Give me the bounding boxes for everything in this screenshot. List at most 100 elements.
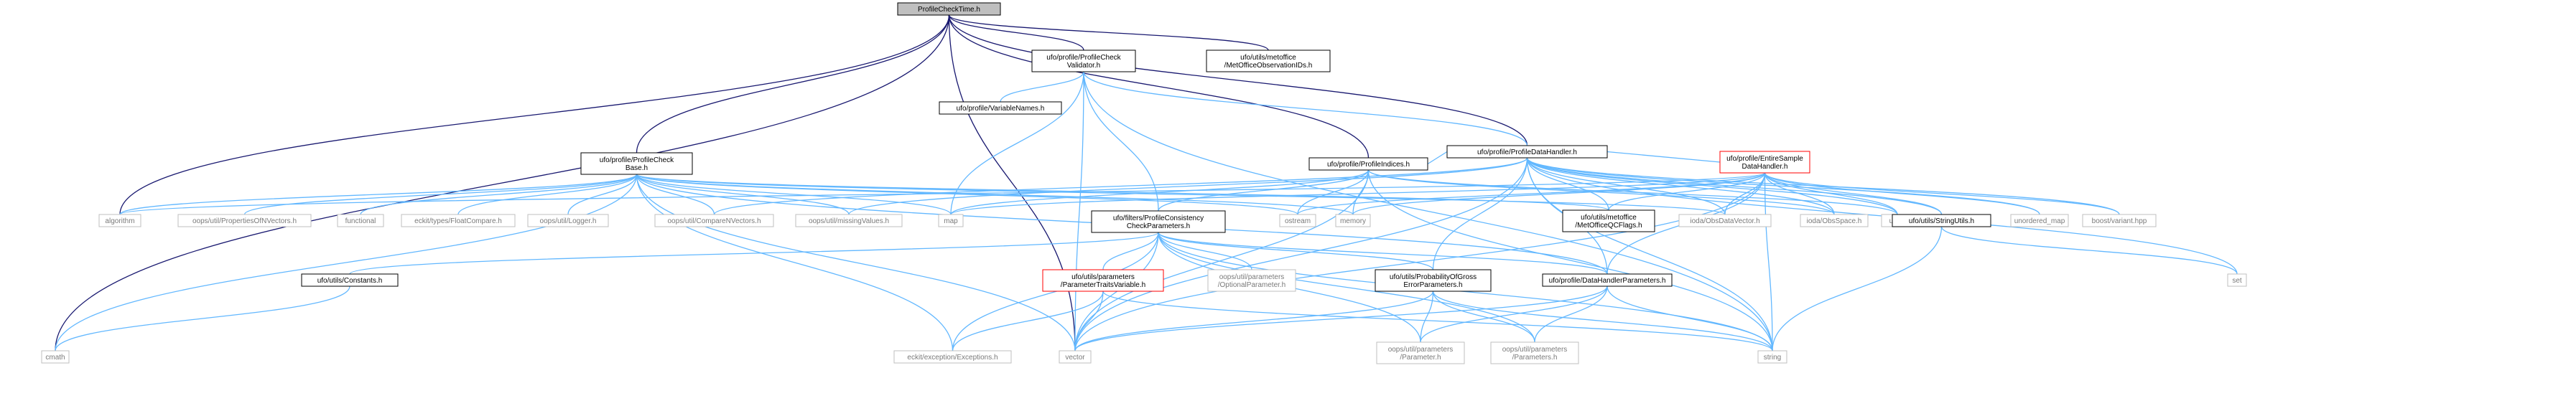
edge-root-to-indices (948, 14, 1370, 159)
node-memory-label-0: memory (1340, 217, 1366, 225)
node-comparen[interactable]: oops/util/CompareNVectors.h (654, 214, 774, 227)
node-comparen-box (654, 214, 774, 227)
node-propsofn[interactable]: oops/util/PropertiesOfNVectors.h (177, 214, 312, 227)
edge-datahandler-to-probgross (1432, 157, 1528, 270)
node-parameters-label-0: oops/util/parameters (1502, 346, 1568, 354)
edge-consistency-to-parameters (1158, 232, 1535, 343)
edge-dhparams-to-parameter (1420, 286, 1608, 343)
node-memory[interactable]: memory (1335, 214, 1371, 227)
edge-checkbase-to-missing (636, 174, 850, 215)
node-string[interactable]: string (1757, 350, 1787, 364)
node-consistency-label-1: CheckParameters.h (1127, 222, 1190, 230)
edge-consistency-to-optparam (1158, 232, 1252, 270)
node-optparam[interactable]: oops/util/parameters/OptionalParameter.h (1207, 269, 1296, 292)
node-parameters[interactable]: oops/util/parameters/Parameters.h (1490, 341, 1579, 364)
node-obsdatavector[interactable]: ioda/ObsDataVector.h (1678, 214, 1772, 227)
edge-indices-to-utility (1367, 169, 1898, 215)
node-dhparams-box (1542, 273, 1673, 287)
node-validator-box (1031, 49, 1136, 72)
node-stringutils[interactable]: ufo/utils/StringUtils.h (1892, 214, 1991, 227)
edge-entiresample-to-vector (1074, 172, 1766, 352)
edge-checkbase-to-logger (567, 174, 638, 215)
node-entiresample-label-1: DataHandler.h (1742, 163, 1788, 171)
edge-entiresample-to-memory (1352, 172, 1766, 215)
edge-root-to-cmath (55, 14, 950, 352)
node-cmath[interactable]: cmath (41, 350, 70, 364)
edge-checkbase-to-map (636, 174, 952, 215)
node-missing[interactable]: oops/util/missingValues.h (795, 214, 903, 227)
node-optparam-label-0: oops/util/parameters (1219, 273, 1285, 281)
edge-datahandler-to-indices (1427, 151, 1448, 165)
edge-datahandler-to-missing (848, 157, 1528, 215)
edge-root-to-checkbase (636, 14, 950, 154)
node-floatcompare-label-0: eckit/types/FloatCompare.h (414, 217, 502, 225)
node-logger[interactable]: oops/util/Logger.h (527, 214, 609, 227)
node-functional[interactable]: functional (337, 214, 384, 227)
edge-indices-to-consistency (1158, 169, 1370, 212)
edge-constants-to-cmath (55, 286, 350, 352)
edge-datahandler-to-vector (1074, 157, 1528, 352)
edge-consistency-to-dhparams (1158, 232, 1608, 275)
node-varnames[interactable]: ufo/profile/VariableNames.h (939, 101, 1062, 115)
node-unorderedmap[interactable]: unordered_map (2010, 214, 2069, 227)
node-comparen-label-0: oops/util/CompareNVectors.h (667, 217, 761, 225)
node-ostream[interactable]: ostream (1279, 214, 1316, 227)
edge-indices-to-map (950, 169, 1370, 215)
edge-probgross-to-vector (1074, 291, 1434, 352)
node-obsids-label-0: ufo/utils/metoffice (1240, 54, 1296, 62)
node-probgross[interactable]: ufo/utils/ProbabilityOfGrossErrorParamet… (1375, 269, 1492, 292)
node-dhparams[interactable]: ufo/profile/DataHandlerParameters.h (1542, 273, 1673, 287)
edge-datahandler-to-entiresample (1606, 151, 1721, 163)
node-set-label-0: set (2232, 277, 2242, 285)
node-parameter[interactable]: oops/util/parameters/Parameter.h (1376, 341, 1465, 364)
node-dhparams-label-0: ufo/profile/DataHandlerParameters.h (1549, 277, 1666, 285)
edge-datahandler-to-string (1526, 157, 1773, 352)
node-obsdatavector-box (1678, 214, 1772, 227)
node-map[interactable]: map (938, 214, 964, 227)
node-vector[interactable]: vector (1059, 350, 1092, 364)
node-algorithm-label-0: algorithm (105, 217, 134, 225)
node-floatcompare[interactable]: eckit/types/FloatCompare.h (401, 214, 516, 227)
node-exceptions-box (893, 350, 1012, 364)
node-probgross-label-1: ErrorParameters.h (1403, 281, 1462, 289)
edge-entiresample-to-utility (1764, 172, 1898, 215)
node-traitsvar-label-1: /ParameterTraitsVariable.h (1061, 281, 1145, 289)
node-traitsvar[interactable]: ufo/utils/parameters/ParameterTraitsVari… (1042, 269, 1164, 292)
node-algorithm[interactable]: algorithm (98, 214, 141, 227)
node-optparam-box (1207, 269, 1296, 292)
edge-datahandler-to-utility (1526, 157, 1898, 215)
node-string-label-0: string (1764, 354, 1781, 362)
edge-dhparams-to-vector (1074, 286, 1608, 352)
node-qcflags-label-0: ufo/utils/metoffice (1581, 214, 1637, 222)
node-checkbase-box (580, 152, 693, 175)
node-datahandler-label-0: ufo/profile/ProfileDataHandler.h (1477, 148, 1577, 156)
node-memory-box (1335, 214, 1371, 227)
node-set[interactable]: set (2227, 273, 2247, 287)
node-datahandler[interactable]: ufo/profile/ProfileDataHandler.h (1446, 145, 1608, 159)
edge-entiresample-to-string (1764, 172, 1773, 352)
node-constants[interactable]: ufo/utils/Constants.h (301, 273, 399, 287)
node-validator-label-0: ufo/profile/ProfileCheck (1046, 54, 1121, 62)
node-entiresample-label-0: ufo/profile/EntireSample (1726, 155, 1803, 163)
edge-indices-to-ostream (1297, 169, 1370, 215)
edge-validator-to-datahandler (1083, 71, 1528, 146)
node-variant[interactable]: boost/variant.hpp (2082, 214, 2157, 227)
edge-root-to-algorithm (119, 14, 950, 215)
edge-dhparams-to-string (1606, 286, 1773, 352)
node-missing-label-0: oops/util/missingValues.h (809, 217, 889, 225)
node-consistency[interactable]: ufo/filters/ProfileConsistencyCheckParam… (1091, 210, 1226, 233)
node-exceptions[interactable]: eckit/exception/Exceptions.h (893, 350, 1012, 364)
node-indices[interactable]: ufo/profile/ProfileIndices.h (1308, 157, 1428, 171)
node-consistency-box (1091, 210, 1226, 233)
edge-checkbase-to-qcflags (636, 174, 1609, 211)
node-obsspace[interactable]: ioda/ObsSpace.h (1800, 214, 1869, 227)
edge-checkbase-to-functional (360, 174, 638, 215)
node-checkbase-label-1: Base.h (626, 164, 648, 172)
node-qcflags[interactable]: ufo/utils/metoffice/MetOfficeQCFlags.h (1562, 209, 1655, 232)
edge-validator-to-vector (1074, 71, 1084, 352)
edge-datahandler-to-variant (1526, 157, 2120, 215)
node-obsids[interactable]: ufo/utils/metoffice/MetOfficeObservation… (1206, 49, 1331, 72)
